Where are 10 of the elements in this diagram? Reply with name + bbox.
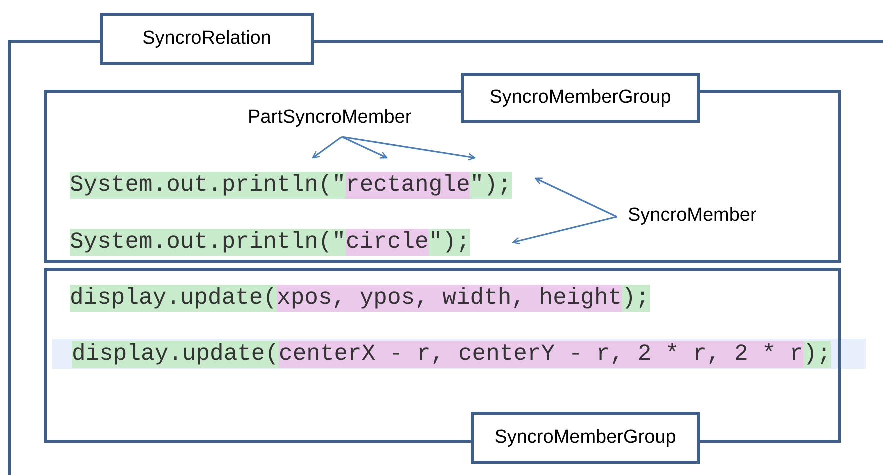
title-tab: SyncroMemberGroup [461,73,700,123]
title-tab: SyncroRelation [100,13,314,65]
leader-line [312,136,342,159]
annotation-text: PartSyncroMember [248,107,438,137]
leader-line [342,136,476,161]
arrow [512,216,618,245]
arrow [535,178,618,218]
leader-line [342,136,388,159]
annotation-text: SyncroMember [617,205,757,227]
title-tab: SyncroMemberGroup [471,412,700,464]
